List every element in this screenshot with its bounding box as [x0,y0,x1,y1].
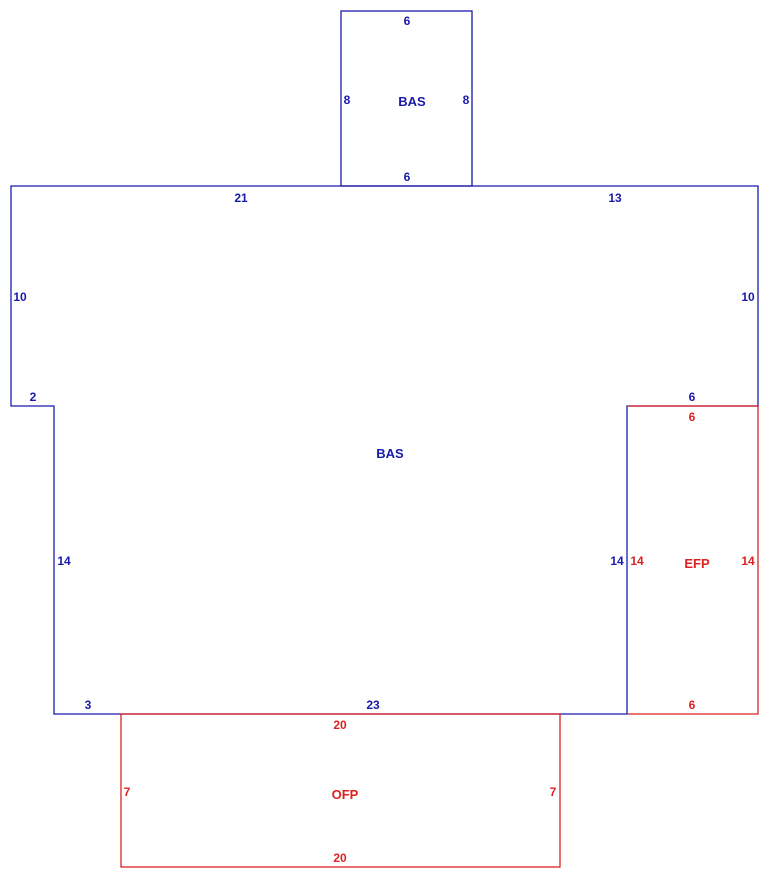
bas-dim-right-step: 6 [689,390,696,404]
ofp-dim-bottom: 20 [333,851,347,865]
bas-top-dim-bottom: 6 [404,170,411,184]
bas-dim-right-lower: 14 [610,554,624,568]
efp-dim-left: 14 [630,554,644,568]
bas-top-dim-right: 8 [463,93,470,107]
bas-dim-top-right: 13 [608,191,622,205]
ofp-outline [120,713,561,868]
bas-top-outline [340,10,473,187]
bas-dim-bottom-left: 3 [85,698,92,712]
efp-outline [627,405,759,715]
bas-dim-left-lower: 14 [57,554,71,568]
bas-dim-left-upper: 10 [13,290,27,304]
efp-dim-top: 6 [689,410,696,424]
ofp-dim-right: 7 [550,785,557,799]
bas-dim-left-step: 2 [30,390,37,404]
bas-top-dim-left: 8 [344,93,351,107]
bas-main-area-label: BAS [376,446,404,461]
ofp-dim-left: 7 [124,785,131,799]
bas-top-dim-top: 6 [404,14,411,28]
efp-dim-right: 14 [741,554,755,568]
efp-dim-bottom: 6 [689,698,696,712]
bas-dim-right-upper: 10 [741,290,755,304]
ofp-area-label: OFP [332,787,359,802]
bas-top-area-label: BAS [398,94,426,109]
efp-area-label: EFP [684,556,710,571]
bas-dim-top-left: 21 [234,191,248,205]
bas-dim-bottom: 23 [366,698,380,712]
ofp-dim-top: 20 [333,718,347,732]
